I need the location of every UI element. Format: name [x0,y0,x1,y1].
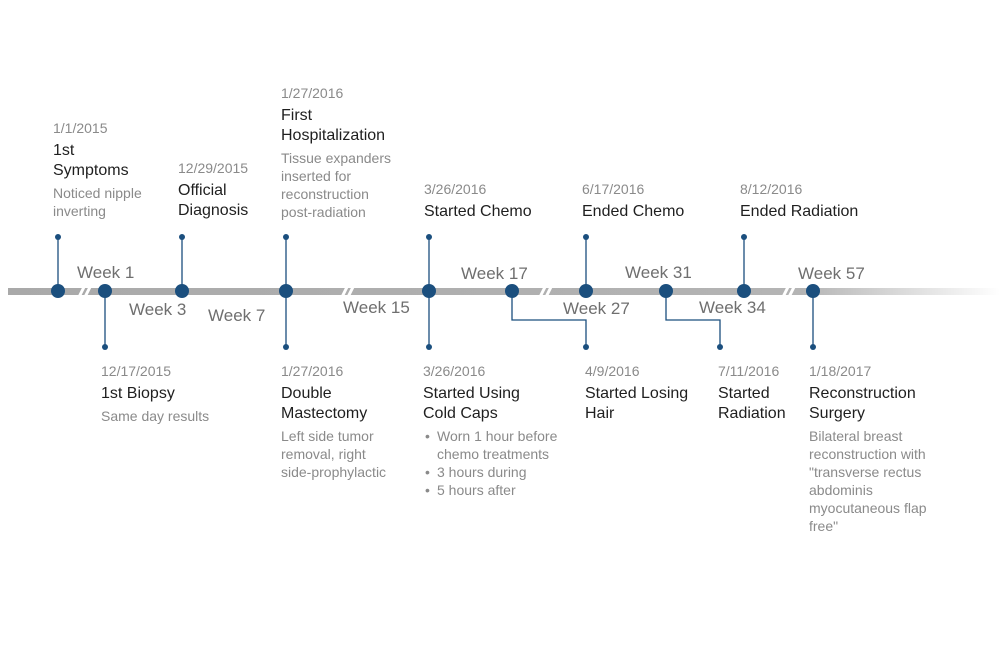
event-date: 12/17/2015 [101,363,172,379]
marker-official-diagnosis [175,284,189,298]
event-title: Started Losing Hair [585,385,689,422]
bullet-item: 3 hours during [425,463,557,481]
event-date: 8/12/2016 [740,181,803,197]
end-dot [426,344,432,350]
end-dot [102,344,108,350]
event-description: Tissue expanders inserted for reconstruc… [281,150,391,220]
axis-break-mark [339,282,357,300]
event-date: 7/11/2016 [718,363,780,379]
week-label: Week 1 [77,263,135,282]
timeline-axis [8,288,1000,295]
event-first-biopsy: 12/17/2015 1st Biopsy Same day results [101,362,209,425]
end-dot [741,234,747,240]
week-label: Week 34 [699,298,766,317]
axis-break-mark [780,282,798,300]
event-ended-radiation: 8/12/2016 Ended Radiation [740,180,858,222]
event-first-symptoms: 1/1/2015 1st Symptoms Noticed nipple inv… [53,119,142,220]
event-date: 3/26/2016 [424,181,487,197]
end-dot [283,344,289,350]
marker-ended-radiation [737,284,751,298]
event-description: Left side tumor removal, right side-prop… [281,428,387,480]
event-title: Started Using Cold Caps [423,385,520,422]
week-label: Week 27 [563,299,630,318]
event-description: Same day results [101,408,210,424]
event-title: Double Mastectomy [281,385,368,422]
bullet-item: 5 hours after [425,481,557,499]
event-date: 1/27/2016 [281,85,344,101]
end-dot [179,234,185,240]
event-date: 1/18/2017 [809,363,872,379]
axis-break-marks [76,282,798,300]
axis-break-mark [76,282,94,300]
event-title: Ended Radiation [740,203,859,220]
event-reconstruction: 1/18/2017 Reconstruction Surgery Bilater… [809,362,927,535]
axis-break-mark [537,282,555,300]
end-dot [426,234,432,240]
marker-first-symptoms [51,284,65,298]
event-date: 12/29/2015 [178,160,249,176]
event-first-hospitalization: 1/27/2016 First Hospitalization Tissue e… [281,84,391,221]
event-title: Official Diagnosis [178,182,249,219]
event-title: Reconstruction Surgery [809,385,916,422]
marker-reconstruction [806,284,820,298]
connector-losing-hair [511,291,587,347]
marker-first-biopsy [98,284,112,298]
end-dot [55,234,61,240]
event-title: First Hospitalization [281,107,386,144]
marker-started-radiation [659,284,673,298]
end-dot [583,234,589,240]
event-title: Started Radiation [718,385,786,422]
marker-losing-hair [505,284,519,298]
event-description: Noticed nipple inverting [53,185,142,219]
end-dot [283,234,289,240]
week-label: Week 15 [343,298,410,317]
week-label: Week 7 [208,306,266,325]
week-label: Week 17 [461,264,528,283]
marker-ended-chemo [579,284,593,298]
event-title: Started Chemo [424,203,532,220]
event-date: 3/26/2016 [423,363,486,379]
bullet-item: Worn 1 hour before chemo treatments [425,427,557,463]
event-started-radiation: 7/11/2016 Started Radiation [718,362,786,424]
marker-chemo-start [422,284,436,298]
marker-hospitalization [279,284,293,298]
end-dot [583,344,589,350]
event-date: 1/27/2016 [281,363,344,379]
event-official-diagnosis: 12/29/2015 Official Diagnosis [178,159,248,221]
event-description: Bilateral breast reconstruction with "tr… [809,428,927,534]
event-losing-hair: 4/9/2016 Started Losing Hair [585,362,688,424]
event-title: 1st Symptoms [53,142,129,179]
end-dot [717,344,723,350]
event-double-mastectomy: 1/27/2016 Double Mastectomy Left side tu… [281,362,386,481]
event-bullets: Worn 1 hour before chemo treatments 3 ho… [423,427,557,499]
event-title: 1st Biopsy [101,385,175,402]
event-started-chemo: 3/26/2016 Started Chemo [424,180,532,222]
event-date: 4/9/2016 [585,363,640,379]
event-ended-chemo: 6/17/2016 Ended Chemo [582,180,684,222]
week-label: Week 31 [625,263,692,282]
event-cold-caps: 3/26/2016 Started Using Cold Caps Worn 1… [423,362,557,499]
event-title: Ended Chemo [582,203,685,220]
event-date: 6/17/2016 [582,181,645,197]
end-dot [810,344,816,350]
connector-started-radiation [665,291,721,347]
week-label: Week 57 [798,264,865,283]
week-label: Week 3 [129,300,187,319]
event-date: 1/1/2015 [53,120,108,136]
